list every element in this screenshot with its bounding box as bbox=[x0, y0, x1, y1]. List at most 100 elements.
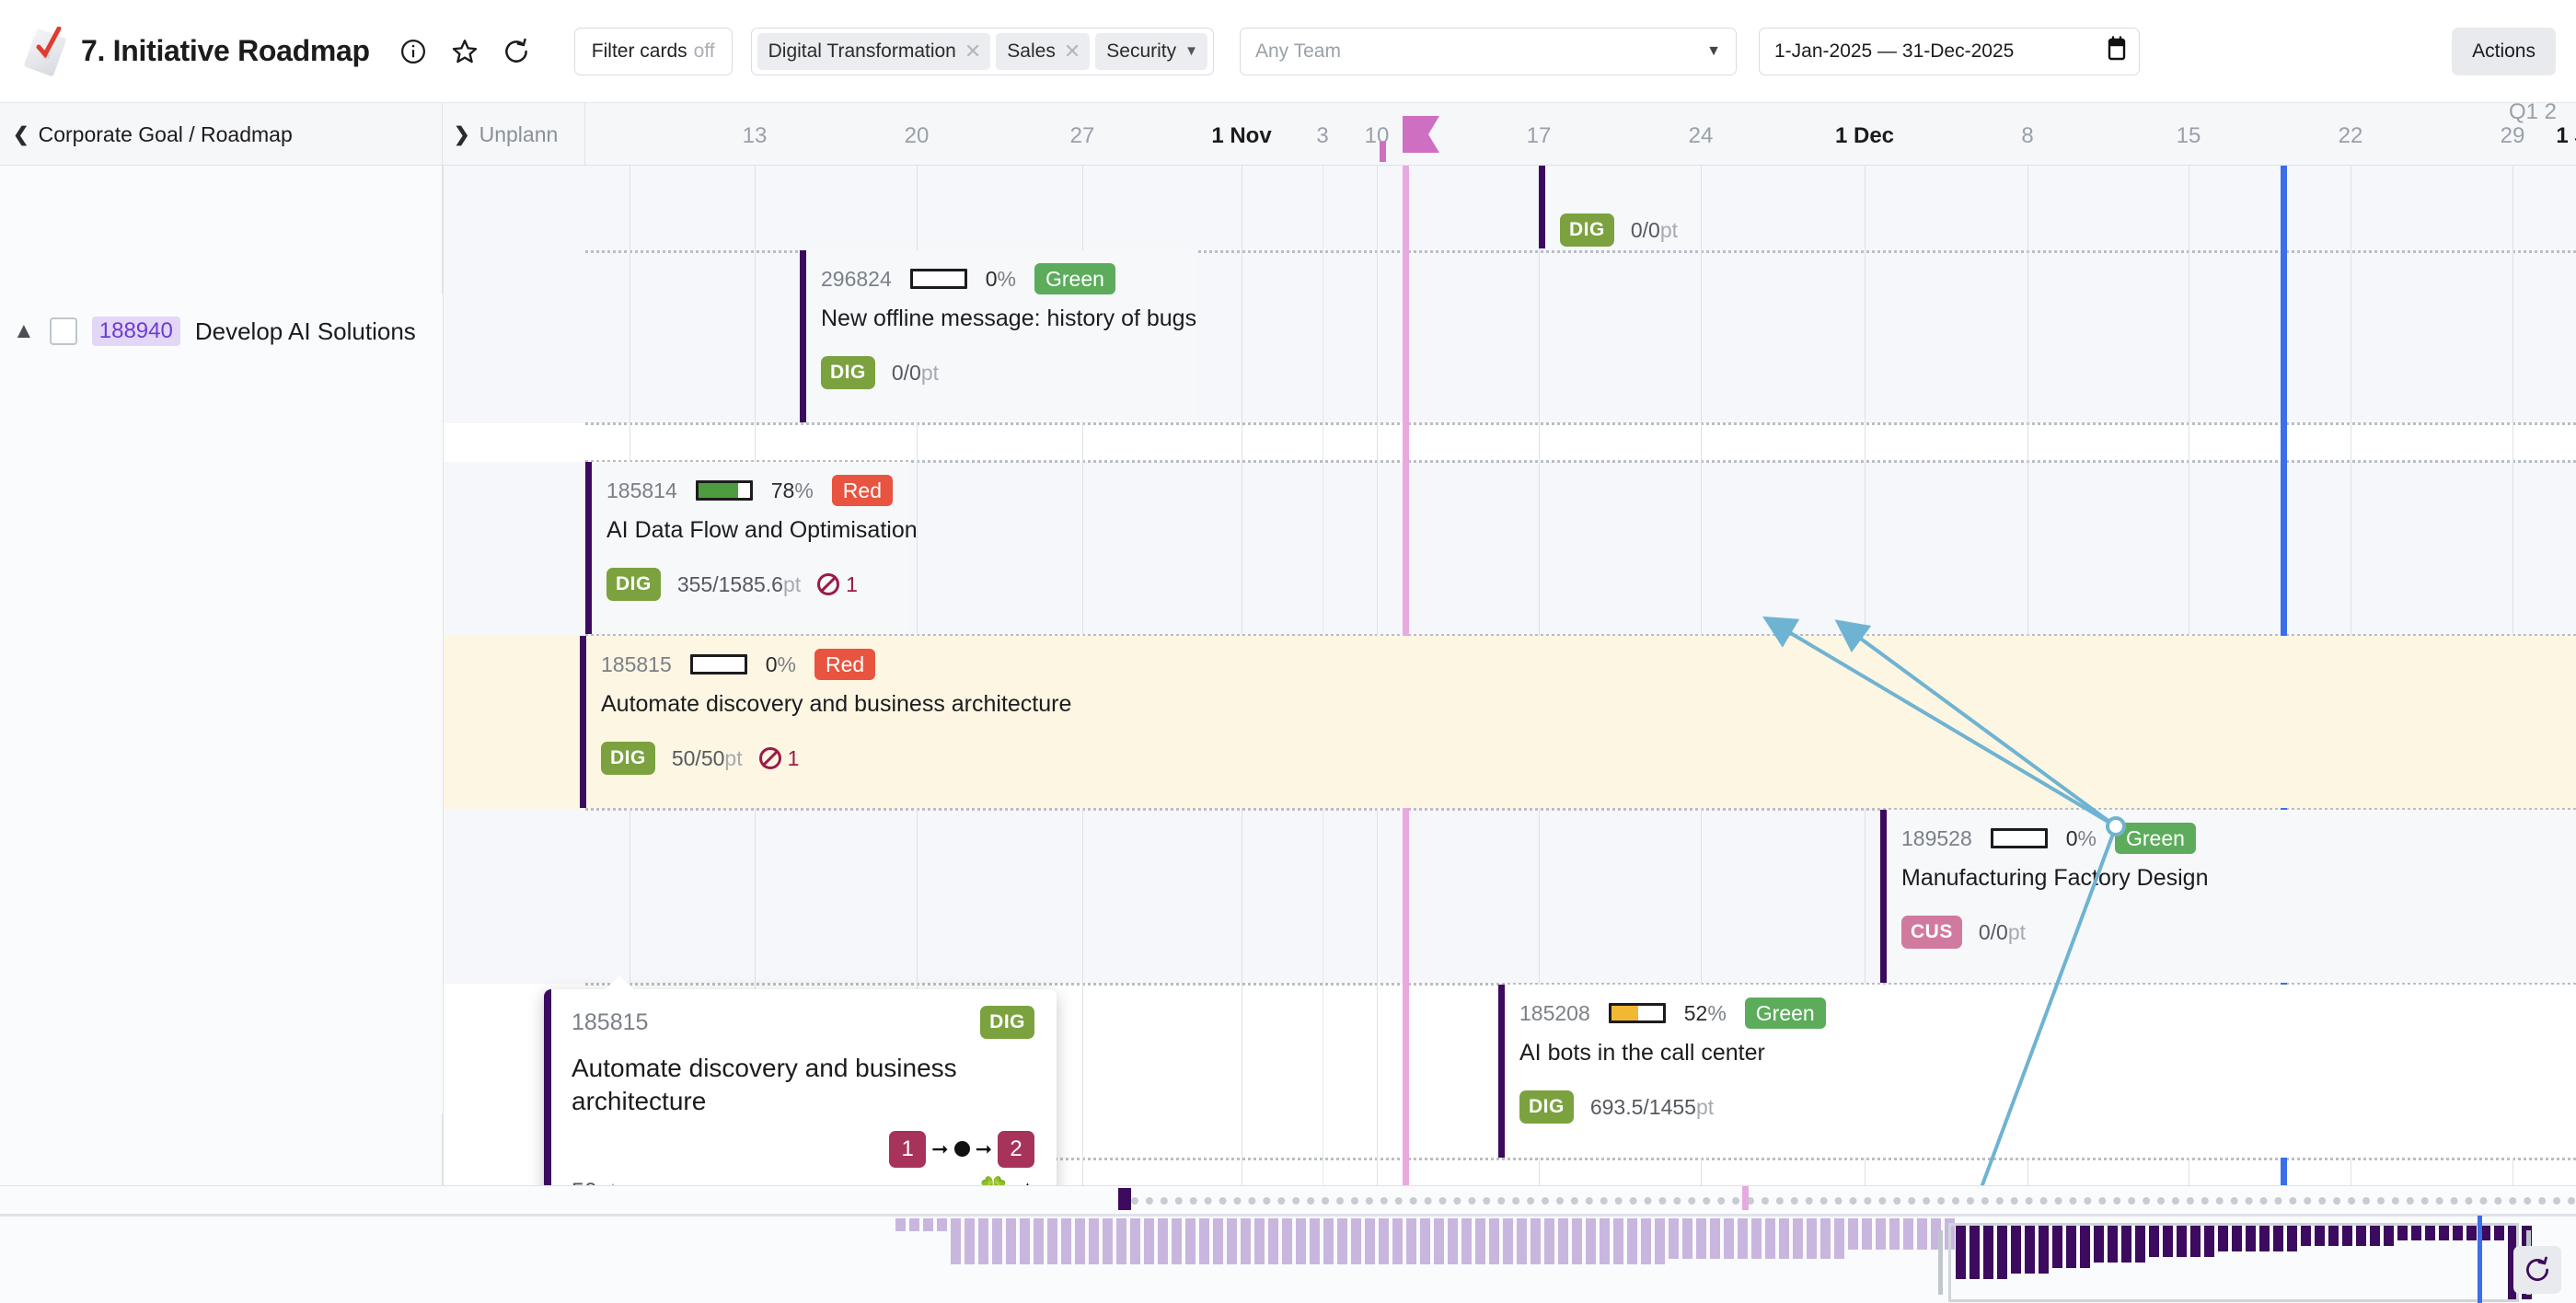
minimap-bar bbox=[1641, 1218, 1651, 1264]
chevron-right-icon[interactable]: ❯ bbox=[454, 123, 470, 145]
minimap-bar bbox=[1254, 1218, 1265, 1264]
minimap-bar bbox=[2052, 1226, 2062, 1268]
dot-icon bbox=[953, 1141, 970, 1158]
dependency-out-count[interactable]: 2 bbox=[998, 1130, 1034, 1168]
minimap-bar bbox=[1586, 1218, 1596, 1264]
date-range-picker[interactable]: 1-Jan-2025 — 31-Dec-2025 bbox=[1758, 27, 2140, 75]
close-icon[interactable]: ✕ bbox=[1063, 39, 1081, 63]
row-id-badge[interactable]: 188940 bbox=[91, 317, 180, 346]
minimap-range-start[interactable] bbox=[1118, 1188, 1131, 1210]
card-top-partial[interactable]: DIG 0/0pt bbox=[1539, 166, 1695, 248]
minimap-bar bbox=[1820, 1218, 1831, 1259]
minimap-bar bbox=[2315, 1226, 2325, 1246]
minimap-bar bbox=[978, 1218, 988, 1264]
card-points: 355/1585.6pt bbox=[676, 571, 802, 596]
arrow-right-icon: ➞ bbox=[975, 1136, 992, 1160]
row-188940[interactable]: ▲ 188940 Develop AI Solutions bbox=[13, 317, 416, 346]
minimap-bar bbox=[2508, 1226, 2518, 1299]
info-circle-icon[interactable] bbox=[398, 36, 429, 67]
refresh-icon[interactable] bbox=[2513, 1246, 2561, 1294]
filter-cards-button[interactable]: Filter cards off bbox=[573, 27, 733, 75]
blocked-indicator: 1 bbox=[817, 572, 858, 597]
status-badge: Green bbox=[1034, 263, 1115, 294]
dependency-in-count[interactable]: 1 bbox=[889, 1130, 927, 1168]
actions-button[interactable]: Actions bbox=[2452, 28, 2556, 75]
progress-bar bbox=[695, 480, 753, 501]
tag-chip-digital-transformation[interactable]: Digital Transformation ✕ bbox=[757, 32, 991, 70]
card-185815[interactable]: 185815 0% Red Automate discovery and bus… bbox=[580, 636, 2576, 808]
card-189528[interactable]: 189528 0% Green Manufacturing Factory De… bbox=[1880, 810, 2576, 983]
team-badge: DIG bbox=[1560, 213, 1614, 247]
card-185814[interactable]: 185814 78% Red AI Data Flow and Optimisa… bbox=[585, 462, 918, 634]
tag-filter-box[interactable]: Digital Transformation ✕ Sales ✕ Securit… bbox=[750, 27, 1214, 75]
minimap-bar bbox=[1199, 1218, 1209, 1264]
minimap-bar bbox=[1876, 1218, 1886, 1250]
minimap-bar bbox=[1310, 1218, 1320, 1264]
card-185208[interactable]: 185208 52% Green AI bots in the call cen… bbox=[1498, 985, 2576, 1158]
minimap-bar bbox=[1655, 1218, 1665, 1264]
chevron-up-icon[interactable]: ▲ bbox=[13, 318, 35, 343]
minimap-bar bbox=[1627, 1218, 1637, 1264]
card-tooltip-185815[interactable]: 185815 DIG Automate discovery and busine… bbox=[544, 989, 1057, 1185]
minimap-bar bbox=[1103, 1218, 1113, 1264]
chevron-left-icon[interactable]: ❮ bbox=[13, 123, 29, 145]
minimap-bar bbox=[1889, 1218, 1900, 1250]
minimap-bar bbox=[1061, 1218, 1071, 1264]
team-badge: DIG bbox=[601, 742, 655, 775]
minimap-bar bbox=[2480, 1226, 2490, 1240]
row-group-background bbox=[0, 294, 443, 1113]
tag-label: Security bbox=[1106, 40, 1177, 62]
timeline-tick-label: 24 bbox=[1688, 123, 1714, 148]
minimap-viewport-window[interactable] bbox=[1948, 1223, 2519, 1302]
timeline-minimap[interactable] bbox=[0, 1185, 2576, 1303]
star-icon[interactable] bbox=[449, 36, 480, 67]
minimap-handle-left[interactable] bbox=[1938, 1230, 1943, 1295]
row-separator bbox=[585, 1158, 2576, 1160]
minimap-track[interactable] bbox=[0, 1197, 2576, 1205]
minimap-bar bbox=[1765, 1218, 1775, 1259]
calendar-icon[interactable] bbox=[2106, 35, 2128, 67]
breadcrumb-unplanned[interactable]: ❯ Unplann bbox=[443, 103, 585, 166]
row-separator bbox=[585, 634, 2576, 637]
minimap-bar bbox=[2246, 1226, 2256, 1251]
card-id: 185814 bbox=[606, 478, 677, 502]
refresh-icon[interactable] bbox=[501, 36, 532, 67]
timeline-tick-label: 1 Nov bbox=[1211, 123, 1272, 148]
minimap-bar bbox=[2453, 1226, 2463, 1240]
tooltip-card-id: 185815 bbox=[572, 1009, 649, 1035]
tag-chip-sales[interactable]: Sales ✕ bbox=[996, 32, 1091, 70]
minimap-bar bbox=[1323, 1218, 1334, 1264]
minimap-bar bbox=[895, 1218, 906, 1231]
minimap-bar bbox=[992, 1218, 1002, 1264]
minimap-bar bbox=[2190, 1226, 2201, 1257]
minimap-bar bbox=[1724, 1218, 1734, 1259]
minimap-bar bbox=[1241, 1218, 1251, 1264]
clover-icon: 🍀 bbox=[977, 1175, 1010, 1185]
chevron-down-icon[interactable]: ▼ bbox=[1184, 43, 1198, 59]
card-title: Manufacturing Factory Design bbox=[1901, 865, 2209, 891]
tag-chip-security[interactable]: Security ▼ bbox=[1095, 32, 1207, 70]
minimap-bar bbox=[1213, 1218, 1223, 1264]
gantt-body: ▲ 188940 Develop AI Solutions bbox=[0, 166, 2576, 1185]
minimap-bar bbox=[1956, 1226, 1966, 1279]
unplanned-label: Unplann bbox=[479, 121, 559, 146]
minimap-bar bbox=[951, 1218, 961, 1264]
row-checkbox[interactable] bbox=[49, 317, 77, 345]
minimap-bar bbox=[2328, 1226, 2339, 1246]
minimap-bar bbox=[1047, 1218, 1057, 1264]
progress-percent: 0% bbox=[2065, 825, 2097, 850]
close-icon[interactable]: ✕ bbox=[964, 39, 982, 63]
breadcrumb-corporate-goal-roadmap[interactable]: ❮ Corporate Goal / Roadmap bbox=[0, 103, 443, 166]
minimap-bar bbox=[2204, 1226, 2214, 1257]
minimap-bar bbox=[2397, 1226, 2408, 1240]
quarter-label: Q1 2 bbox=[2509, 99, 2558, 124]
team-select[interactable]: Any Team ▼ bbox=[1239, 27, 1737, 75]
card-296824[interactable]: 296824 0% Green New offline message: his… bbox=[800, 250, 1197, 422]
minimap-bar bbox=[2163, 1226, 2173, 1257]
card-title: Automate discovery and business architec… bbox=[601, 691, 1072, 717]
filter-cards-label: Filter cards bbox=[591, 40, 687, 62]
row-separator bbox=[585, 250, 2576, 253]
minimap-bar bbox=[1130, 1218, 1140, 1264]
minimap-bar bbox=[2356, 1226, 2366, 1246]
